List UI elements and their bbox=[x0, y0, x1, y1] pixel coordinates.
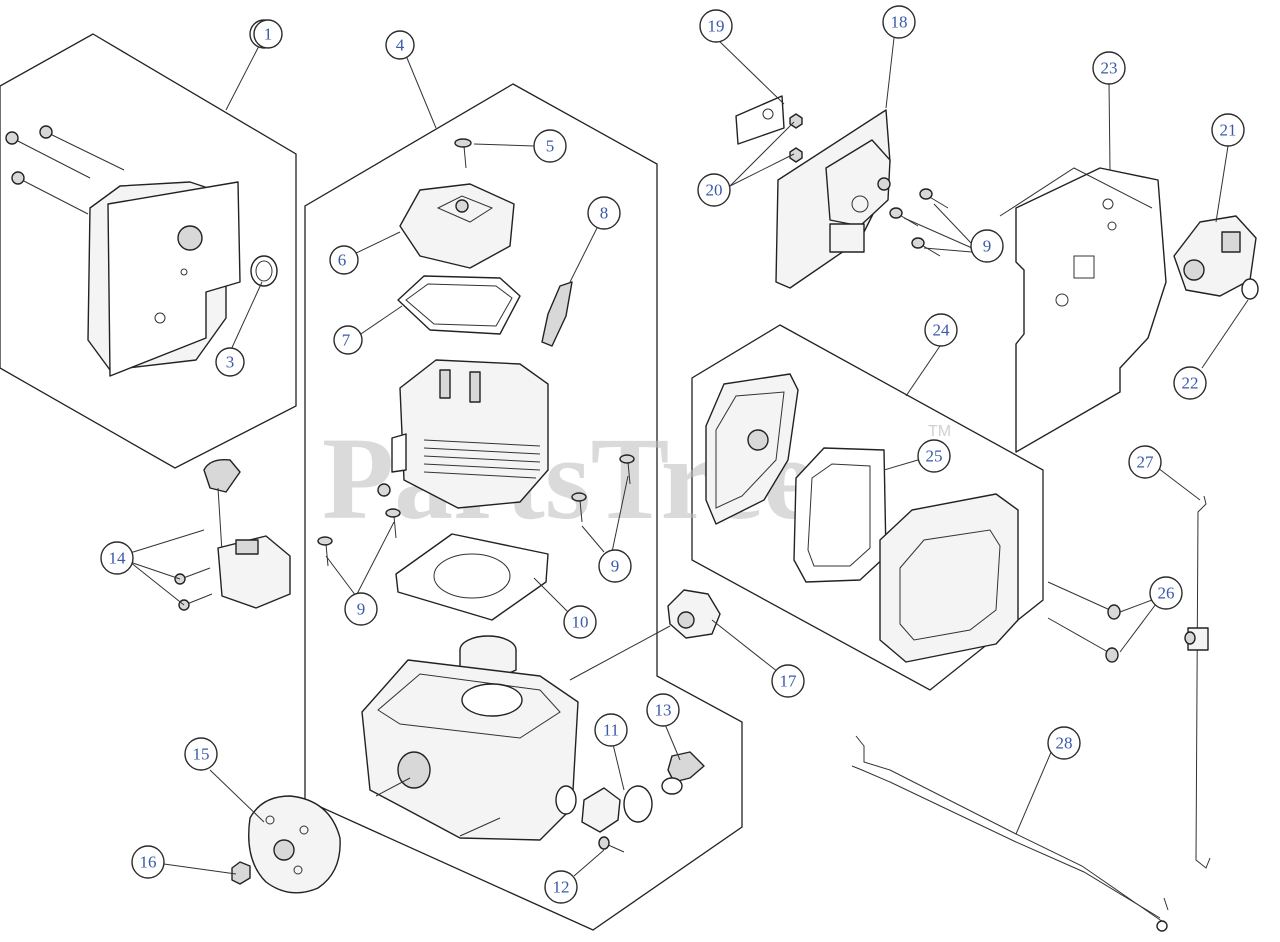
air-filter-element bbox=[793, 447, 887, 583]
callout-8: 8 bbox=[587, 196, 621, 230]
callout-13: 13 bbox=[646, 693, 680, 727]
insulator-gasket bbox=[735, 95, 785, 145]
throttle-rod bbox=[1184, 495, 1211, 869]
callout-24: 24 bbox=[924, 313, 958, 347]
callout-9-right: 9 bbox=[598, 549, 632, 583]
callout-1-label: 1 bbox=[264, 25, 273, 44]
callout-17-label: 17 bbox=[780, 672, 798, 691]
muffler-bolts bbox=[5, 125, 125, 215]
air-filter-assembly bbox=[705, 373, 1019, 663]
air-filter-cover bbox=[879, 493, 1019, 663]
leader-lines bbox=[129, 37, 1249, 877]
callout-24-label: 24 bbox=[933, 321, 951, 340]
callout-21: 21 bbox=[1211, 113, 1245, 147]
callout-7-label: 7 bbox=[342, 331, 351, 350]
intake-elbow bbox=[581, 787, 621, 833]
callout-9-right-label: 9 bbox=[611, 557, 620, 576]
callout-11: 11 bbox=[594, 713, 628, 747]
recoil-starter-pulley bbox=[667, 589, 721, 639]
carburetor-base-plate bbox=[735, 95, 949, 289]
callout-14-label: 14 bbox=[109, 549, 127, 568]
callout-3-label: 3 bbox=[226, 353, 235, 372]
callout-22: 22 bbox=[1173, 366, 1207, 400]
callout-9-top: 9 bbox=[970, 229, 1004, 263]
cylinder-base-gasket bbox=[395, 533, 549, 621]
callout-25: 25 bbox=[917, 439, 951, 473]
callout-26-label: 26 bbox=[1158, 584, 1175, 603]
wire-harness bbox=[851, 735, 1169, 932]
callout-10-label: 10 bbox=[572, 613, 589, 632]
crankcase bbox=[361, 659, 579, 841]
callout-4-label: 4 bbox=[396, 36, 405, 55]
callout-21-label: 21 bbox=[1220, 121, 1237, 140]
muffler-assembly bbox=[5, 125, 278, 377]
callout-8-label: 8 bbox=[600, 204, 609, 223]
callout-7: 7 bbox=[333, 325, 363, 355]
carburetor-gasket-plate bbox=[1015, 167, 1167, 453]
callout-23: 23 bbox=[1092, 51, 1126, 85]
callout-28-label: 28 bbox=[1056, 734, 1073, 753]
muffler-gasket-ring bbox=[250, 255, 278, 287]
muffler-group-frame bbox=[0, 33, 297, 469]
callout-6: 6 bbox=[329, 245, 359, 275]
carburetor-group bbox=[1015, 167, 1259, 453]
cover-bolts bbox=[1047, 581, 1121, 663]
callout-3: 3 bbox=[215, 347, 245, 377]
spark-plug bbox=[541, 281, 573, 347]
callout-15-label: 15 bbox=[193, 745, 210, 764]
callout-25-label: 25 bbox=[926, 447, 943, 466]
air-filter-group-frame bbox=[691, 324, 1044, 691]
callout-19-label: 19 bbox=[708, 17, 725, 36]
rocker-cover bbox=[399, 183, 515, 269]
callout-9-left-label: 9 bbox=[357, 600, 366, 619]
callout-12-label: 12 bbox=[553, 878, 570, 897]
callout-27-label: 27 bbox=[1137, 453, 1155, 472]
callout-13-label: 13 bbox=[655, 701, 672, 720]
watermark-trademark: TM bbox=[928, 423, 951, 440]
engine-parts bbox=[317, 138, 721, 853]
air-cleaner-base bbox=[705, 373, 799, 525]
callout-1: 1 bbox=[249, 19, 283, 49]
ignition-coil bbox=[174, 459, 291, 611]
callout-4: 4 bbox=[385, 30, 415, 60]
cylinder-head bbox=[399, 359, 549, 509]
callout-22-label: 22 bbox=[1182, 374, 1199, 393]
callout-26: 26 bbox=[1149, 576, 1183, 610]
callout-18: 18 bbox=[882, 5, 916, 39]
callout-5: 5 bbox=[533, 129, 567, 163]
flywheel-nut bbox=[231, 861, 251, 885]
muffler-heat-shield bbox=[107, 181, 241, 377]
flywheel bbox=[231, 795, 341, 894]
callout-28: 28 bbox=[1047, 726, 1081, 760]
callout-27: 27 bbox=[1128, 445, 1162, 479]
callout-10: 10 bbox=[563, 605, 597, 639]
callout-9-top-label: 9 bbox=[983, 237, 992, 256]
callout-12: 12 bbox=[544, 870, 578, 904]
callout-16: 16 bbox=[131, 845, 165, 879]
callout-18-label: 18 bbox=[891, 13, 908, 32]
engine-group-frame bbox=[304, 83, 743, 931]
fuel-cap bbox=[667, 751, 705, 783]
callout-19: 19 bbox=[699, 9, 733, 43]
callout-11-label: 11 bbox=[603, 721, 619, 740]
callout-9-left: 9 bbox=[344, 592, 378, 626]
callout-14: 14 bbox=[100, 541, 134, 575]
callout-20: 20 bbox=[697, 173, 731, 207]
callout-5-label: 5 bbox=[546, 137, 555, 156]
callout-23-label: 23 bbox=[1101, 59, 1118, 78]
callout-6-label: 6 bbox=[338, 251, 347, 270]
callout-16-label: 16 bbox=[140, 853, 157, 872]
callout-15: 15 bbox=[184, 737, 218, 771]
callout-20-label: 20 bbox=[706, 181, 723, 200]
callout-17: 17 bbox=[771, 664, 805, 698]
carburetor-o-ring bbox=[1241, 278, 1259, 300]
